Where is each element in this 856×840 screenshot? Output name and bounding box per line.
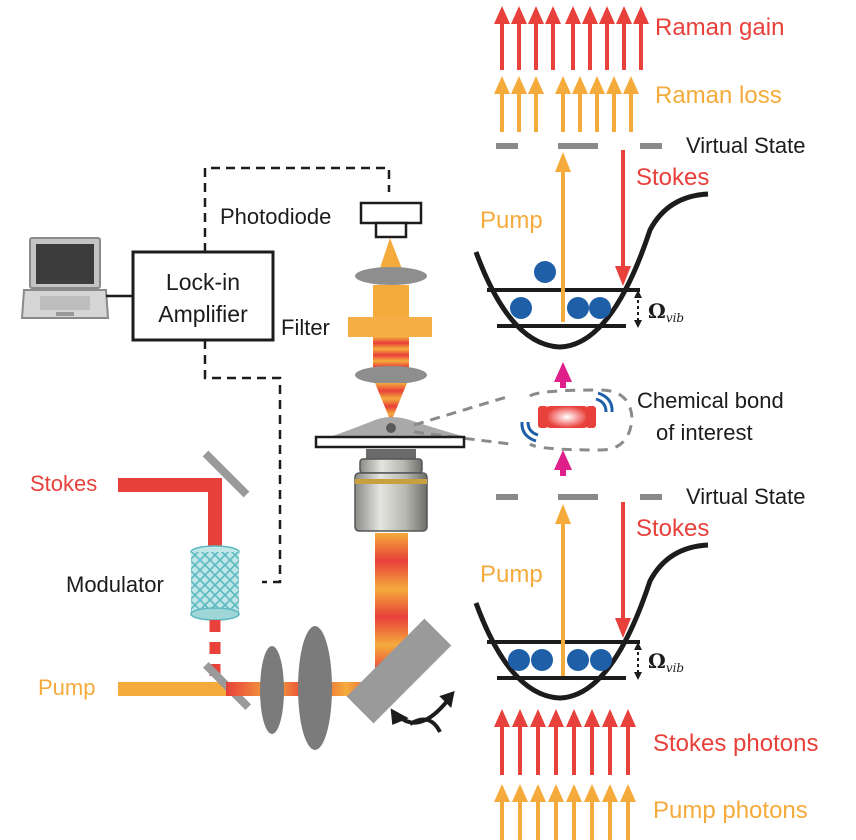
excitation-arrow-upper [554, 362, 572, 388]
pump-photons-label: Pump photons [653, 797, 808, 824]
molecules-bottom [508, 649, 612, 671]
pump-beam-horizontal [118, 682, 226, 696]
chemical-bond-icon [520, 391, 614, 443]
stokes-beam-horizontal [118, 478, 222, 492]
focus-cone-upper [375, 383, 407, 422]
omega-label-top: Ωvib [648, 299, 684, 325]
virtual-state-label-bottom: Virtual State [686, 484, 805, 509]
output-beam-cone-top [378, 238, 404, 274]
molecules-top [510, 261, 611, 319]
laptop-icon [20, 237, 110, 319]
scan-lens-small [260, 646, 284, 734]
lock-in-amplifier-box [131, 250, 275, 342]
stokes-label-bottom: Stokes [636, 515, 709, 542]
chemical-bond-label-line1: Chemical bond [637, 388, 784, 413]
rotation-arrows-icon [390, 691, 455, 733]
pump-label-bottom: Pump [480, 561, 543, 588]
stokes-beam-vertical [208, 478, 222, 550]
pump-input-label: Pump [38, 675, 95, 700]
photodiode-label: Photodiode [220, 204, 331, 229]
raman-gain-arrows [494, 6, 649, 70]
omega-marker-bottom [634, 642, 642, 680]
modulator-icon [190, 545, 240, 621]
collection-lens-top [355, 267, 427, 285]
pump-label-top: Pump [480, 207, 543, 234]
stokes-arrow-top [615, 150, 631, 286]
stokes-arrow-bottom [615, 502, 631, 638]
stokes-input-label: Stokes [30, 471, 97, 496]
scanning-mirror [346, 618, 452, 724]
excitation-arrow-lower [554, 450, 572, 476]
virtual-state-label-top: Virtual State [686, 133, 805, 158]
raman-loss-label: Raman loss [655, 82, 782, 109]
stokes-photons-arrows [494, 709, 636, 775]
potential-well-top [473, 191, 709, 350]
scan-lens-large [298, 626, 332, 750]
modulator-label: Modulator [66, 572, 164, 597]
stokes-mirror [202, 450, 250, 498]
filter-label: Filter [281, 315, 330, 340]
omega-label-bottom: Ωvib [648, 649, 684, 675]
pump-arrow-bottom [555, 504, 571, 676]
lock-in-label-line1: Lock-in [166, 269, 240, 295]
raman-gain-label: Raman gain [655, 14, 784, 41]
filter [348, 317, 432, 337]
microscope-slide [314, 435, 466, 449]
omega-marker-top [634, 290, 642, 328]
pump-photons-arrows [494, 784, 636, 840]
signal-cable-lower [203, 340, 282, 584]
photodiode-icon [359, 201, 423, 239]
raman-loss-arrows [494, 76, 639, 132]
output-beam-upper [373, 285, 409, 317]
lock-in-label-line2: Amplifier [158, 301, 248, 327]
sample-droplet [330, 417, 466, 437]
collection-lens-bottom [355, 366, 427, 384]
stokes-photons-label: Stokes photons [653, 730, 818, 757]
combined-beam-upper [373, 337, 409, 367]
chemical-bond-callout [529, 388, 634, 452]
zoom-line-upper [413, 394, 511, 427]
stokes-label-top: Stokes [636, 164, 709, 191]
objective-lens [354, 449, 428, 532]
chemical-bond-label-line2: of interest [656, 420, 753, 445]
pump-arrow-top [555, 152, 571, 322]
sample-focus-spot [386, 423, 396, 433]
